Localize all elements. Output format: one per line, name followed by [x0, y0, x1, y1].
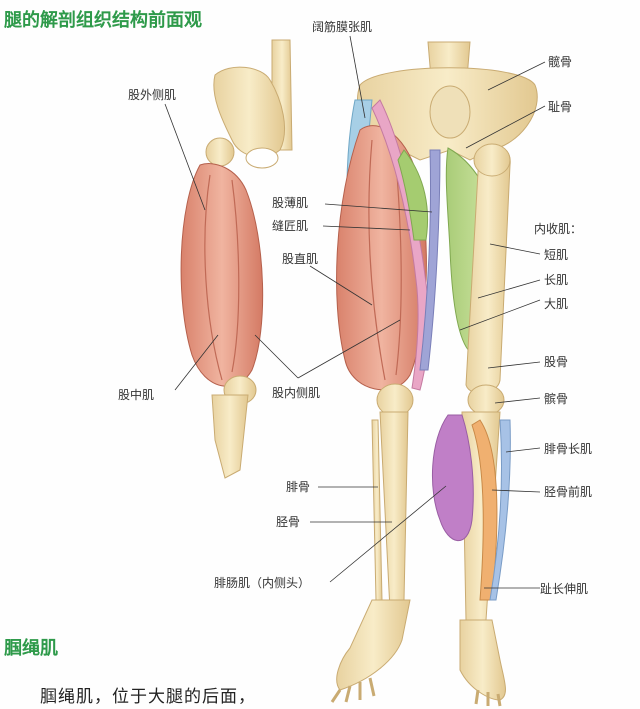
label-pubis: 耻骨 [548, 100, 573, 114]
label-tibia: 胫骨 [276, 515, 301, 529]
section-title: 腘绳肌 [4, 638, 58, 659]
label-ilium: 髋骨 [548, 55, 573, 69]
label-adductors: 内收肌： [534, 222, 583, 236]
body-paragraph: 腘绳肌，位于大腿的后面， [40, 687, 256, 707]
label-gastrocnemius: 腓肠肌（内侧头） [214, 576, 311, 590]
diagram-title: 腿的解剖组织结构前面观 [4, 10, 202, 31]
left-figure [180, 39, 293, 479]
right-figure [330, 41, 538, 707]
label-adductor-brevis: 短肌 [544, 248, 569, 262]
label-adductor-magnus: 大肌 [544, 297, 569, 311]
label-gracilis: 股薄肌 [272, 196, 309, 210]
label-peroneus-longus: 腓骨长肌 [544, 442, 593, 456]
label-femur: 股骨 [544, 355, 569, 369]
label-sartorius: 缝匠肌 [272, 219, 309, 233]
label-tibialis-anterior: 胫骨前肌 [544, 485, 593, 499]
label-extensor-digitorum: 趾长伸肌 [540, 582, 589, 596]
label-tensor-fasciae-latae: 阔筋膜张肌 [312, 20, 373, 34]
label-rectus-femoris: 股直肌 [282, 252, 319, 266]
label-fibula: 腓骨 [286, 480, 311, 494]
leader-lines [164, 35, 546, 589]
label-vastus-lateralis: 股外侧肌 [128, 88, 177, 102]
label-vastus-intermedius: 股中肌 [118, 388, 155, 402]
label-patella: 髌骨 [544, 392, 569, 406]
label-adductor-longus: 长肌 [544, 273, 569, 287]
label-vastus-medialis: 股内侧肌 [272, 386, 321, 400]
